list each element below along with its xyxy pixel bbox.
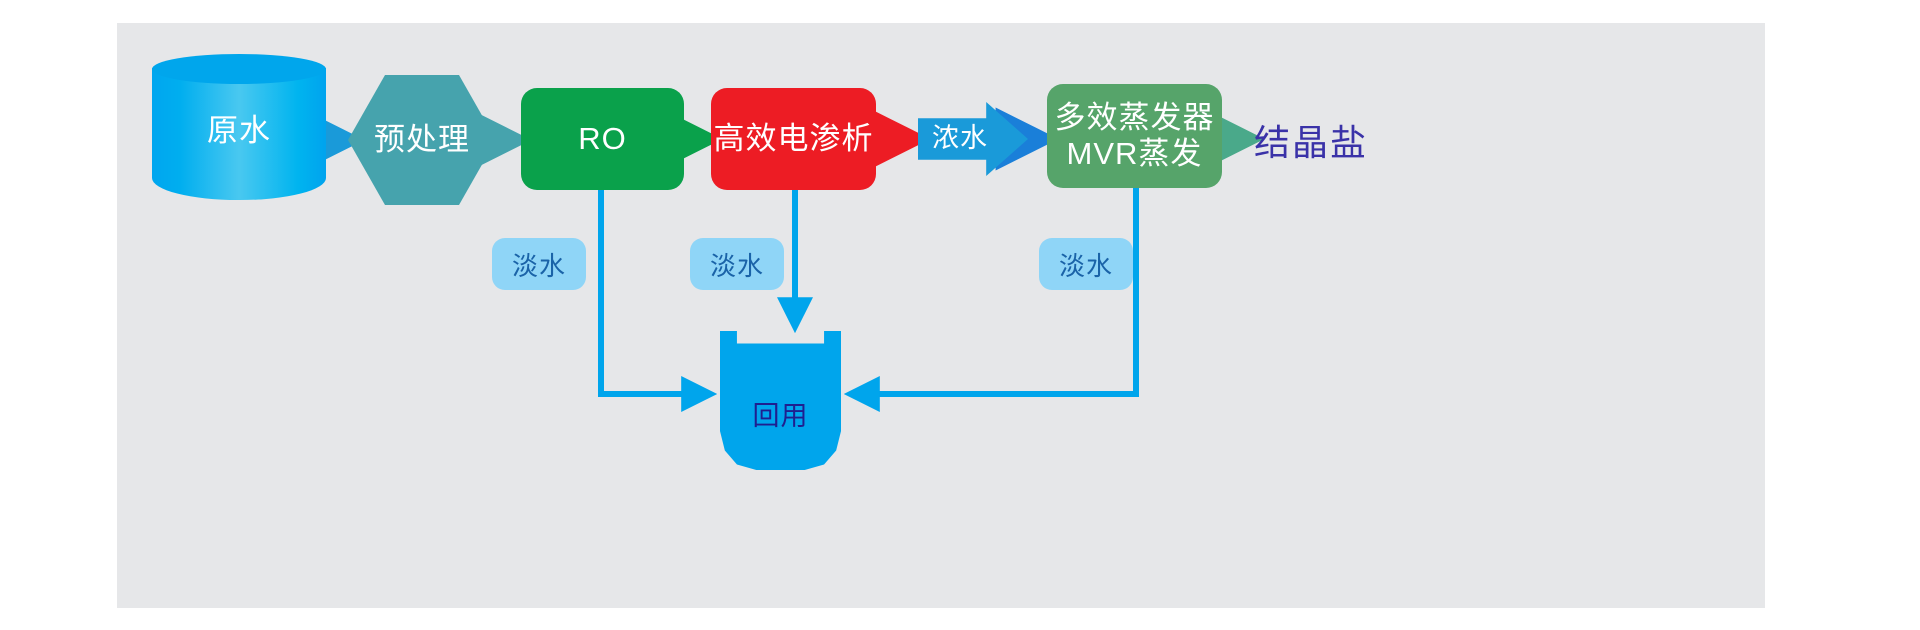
- ed-box-fill: [711, 88, 876, 190]
- badge-label: 淡水: [511, 250, 566, 281]
- node-crystal-salt: 结晶盐: [1254, 116, 1384, 164]
- cylinder-top-ellipse: [152, 54, 326, 84]
- node-ro[interactable]: RO: [521, 88, 684, 190]
- node-brine[interactable]: 浓水: [918, 102, 1028, 176]
- badge-fresh-water-ed: 淡水: [690, 238, 784, 290]
- node-raw-water[interactable]: 原水: [152, 54, 326, 200]
- evaporator-box-fill: [1047, 84, 1222, 188]
- node-label-brine: 浓水: [932, 123, 988, 154]
- node-label-raw-water: 原水: [207, 113, 271, 149]
- badge-label: 淡水: [1058, 250, 1113, 281]
- node-label-ro: RO: [578, 121, 627, 157]
- node-reuse-tank[interactable]: 回用: [720, 331, 841, 470]
- node-electrodialysis[interactable]: 高效电渗析: [711, 88, 876, 190]
- node-evaporator[interactable]: 多效蒸发器 MVR蒸发: [1047, 84, 1222, 188]
- node-label-electrodialysis: 高效电渗析: [713, 121, 874, 157]
- badge-fresh-water-ro: 淡水: [492, 238, 586, 290]
- badge-fresh-water-evaporator: 淡水: [1039, 238, 1133, 290]
- node-label-reuse: 回用: [752, 400, 809, 431]
- tank-shape: [720, 331, 841, 470]
- cylinder-body: [152, 68, 326, 200]
- node-label-evaporator: 多效蒸发器 MVR蒸发: [1054, 100, 1215, 171]
- node-label-pretreatment: 预处理: [374, 122, 470, 158]
- node-label-crystal-salt: 结晶盐: [1254, 122, 1369, 163]
- node-pretreatment[interactable]: 预处理: [348, 75, 496, 205]
- arrow-ro-reuse: [598, 190, 718, 412]
- arrow-evaporator-reuse: [843, 188, 1139, 412]
- ro-box-fill: [521, 88, 684, 190]
- badge-label: 淡水: [709, 250, 764, 281]
